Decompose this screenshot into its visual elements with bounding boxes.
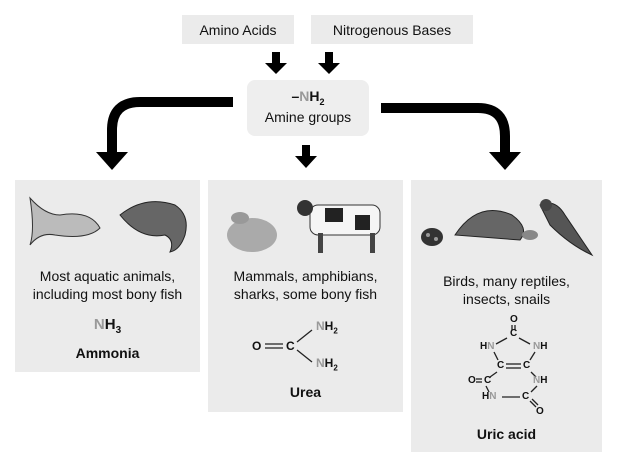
amino-acids-label: Amino Acids — [199, 22, 277, 38]
atom-c: C — [523, 360, 531, 371]
ladybug-icon — [421, 228, 443, 246]
atom-c: C — [510, 328, 518, 339]
atom-o: O — [510, 314, 518, 325]
urea-nh2-bottom: NH2 — [316, 356, 338, 373]
atom-c: C — [484, 375, 492, 386]
uric-acid-organisms: Birds, many reptiles,insects, snails — [443, 273, 570, 307]
atom-c: C — [497, 360, 505, 371]
ammonia-label: Ammonia — [75, 345, 140, 361]
nitrogenous-bases-label: Nitrogenous Bases — [332, 22, 452, 38]
fish-icon — [119, 201, 187, 253]
urea-label: Urea — [289, 384, 322, 400]
atom-hn: HN — [482, 391, 497, 402]
amine-box: –NH2 Amine groups — [247, 80, 369, 136]
atom-c: C — [522, 391, 530, 402]
atom-o: O — [468, 375, 476, 386]
urea-oxygen: O — [252, 339, 262, 353]
bird-icon — [539, 199, 594, 257]
atom-o: O — [536, 406, 544, 417]
uric-acid-label: Uric acid — [476, 426, 537, 442]
urea-nh2-top: NH2 — [316, 319, 338, 336]
atom-nh: NH — [533, 375, 548, 386]
cow-icon — [297, 200, 381, 253]
urea-bonds — [265, 329, 313, 363]
amine-formula: –NH2 — [291, 88, 325, 107]
urea-carbon: C — [286, 339, 295, 353]
ammonia-formula: NH3 — [93, 316, 122, 336]
nitrogenous-bases-box: Nitrogenous Bases — [311, 15, 473, 44]
turtle-icon — [454, 210, 538, 241]
ammonia-organisms: Most aquatic animals,including most bony… — [32, 268, 183, 302]
arrows — [96, 52, 521, 170]
uric-acid-bonds — [476, 325, 539, 408]
atom-hn: HN — [480, 341, 495, 352]
amino-acids-box: Amino Acids — [182, 15, 294, 44]
salmon-icon — [29, 196, 101, 246]
urea-organisms: Mammals, amphibians,sharks, some bony fi… — [233, 268, 378, 302]
frog-icon — [227, 212, 277, 252]
amine-label: Amine groups — [264, 109, 352, 125]
atom-nh: NH — [533, 341, 548, 352]
